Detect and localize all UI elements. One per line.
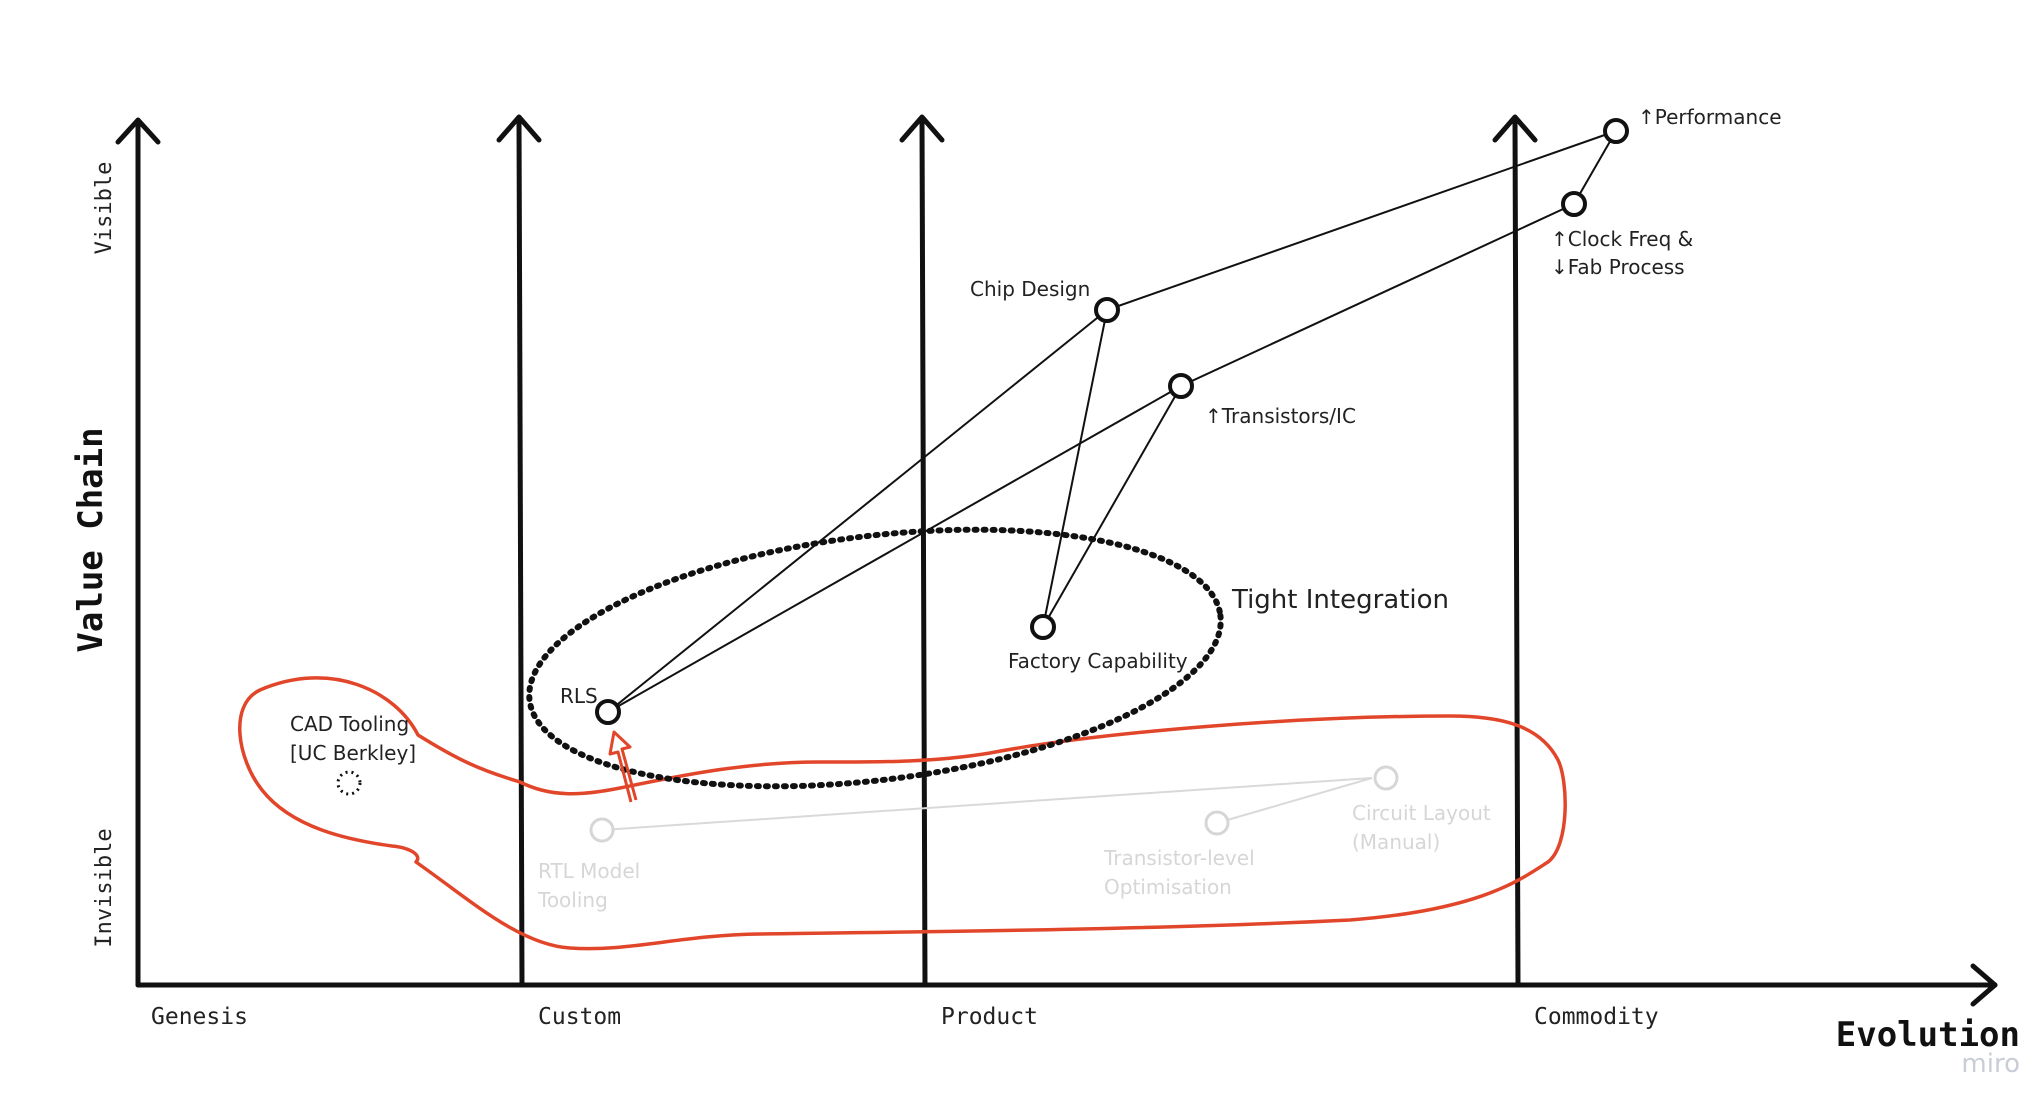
red-boundary (238, 676, 1567, 951)
link-chip-factory (1042, 309, 1108, 628)
link-transistors-factory (1042, 385, 1182, 628)
label-rtl-line2: Tooling (537, 888, 608, 912)
y-axis-arrowhead (115, 117, 161, 145)
node-performance[interactable] (1603, 118, 1629, 144)
node-cad-tooling[interactable] (336, 770, 362, 796)
stage-label-commodity: Commodity (1534, 1004, 1659, 1030)
label-circuit-line1: Circuit Layout (1352, 801, 1491, 825)
stage-label-product: Product (941, 1004, 1038, 1030)
label-cad-line2: [UC Berkley] (290, 741, 416, 765)
stage-label-genesis: Genesis (151, 1004, 248, 1030)
node-rtl-model[interactable] (589, 817, 615, 843)
axes (115, 117, 1998, 1007)
divider-product-arrowhead (899, 114, 945, 143)
link-chip-rls (607, 309, 1108, 713)
label-cad-line1: CAD Tooling (290, 712, 409, 736)
label-rtl-line1: RTL Model (538, 859, 640, 883)
link-transistor-opt-circuit (1216, 777, 1373, 824)
faded-links (601, 777, 1373, 831)
label-clock-line1: ↑Clock Freq & (1551, 227, 1693, 251)
link-transistors-rls (607, 385, 1182, 713)
link-performance-clock (1573, 130, 1617, 205)
node-transistors[interactable] (1168, 373, 1194, 399)
x-axis-arrowhead (1970, 963, 1998, 1007)
node-transistor-opt[interactable] (1204, 810, 1230, 836)
tight-integration-label: Tight Integration (1231, 585, 1449, 615)
label-rls: RLS (560, 684, 598, 708)
evolution-arrow-shape (608, 730, 638, 803)
label-clock-line2: ↓Fab Process (1551, 255, 1685, 279)
divider-commodity (1512, 117, 1521, 988)
label-performance: ↑Performance (1638, 105, 1782, 129)
label-transistor-opt-line1: Transistor-level (1103, 846, 1255, 870)
link-performance-chip (1106, 130, 1617, 311)
tight-integration-boundary (526, 526, 1224, 790)
nodes (336, 118, 1629, 843)
divider-custom (516, 117, 525, 988)
evolution-arrow (608, 730, 638, 803)
y-axis-top-label: Visible (92, 162, 117, 255)
brand-logo: miro (1961, 1049, 2020, 1079)
node-factory[interactable] (1030, 614, 1056, 640)
label-transistor-opt-line2: Optimisation (1104, 875, 1232, 899)
node-rls[interactable] (595, 699, 621, 725)
node-chip-design[interactable] (1094, 297, 1120, 323)
divider-product (919, 117, 928, 988)
label-transistors: ↑Transistors/IC (1205, 404, 1356, 428)
stage-dividers (496, 114, 1538, 988)
stage-label-custom: Custom (538, 1004, 621, 1030)
link-rtl-circuit (601, 777, 1373, 831)
divider-commodity-arrowhead (1492, 114, 1538, 143)
label-chip-design: Chip Design (970, 277, 1090, 301)
divider-custom-arrowhead (496, 114, 542, 143)
x-axis-title: Evolution (1836, 1015, 2020, 1055)
y-axis-title: Value Chain (71, 427, 111, 652)
node-clock-freq[interactable] (1561, 191, 1587, 217)
link-clock-transistors (1180, 203, 1575, 387)
label-circuit-line2: (Manual) (1352, 830, 1440, 854)
dependency-links (607, 130, 1617, 713)
label-factory: Factory Capability (1008, 649, 1188, 673)
node-circuit-layout[interactable] (1373, 765, 1399, 791)
y-axis-bottom-label: Invisible (92, 828, 117, 947)
